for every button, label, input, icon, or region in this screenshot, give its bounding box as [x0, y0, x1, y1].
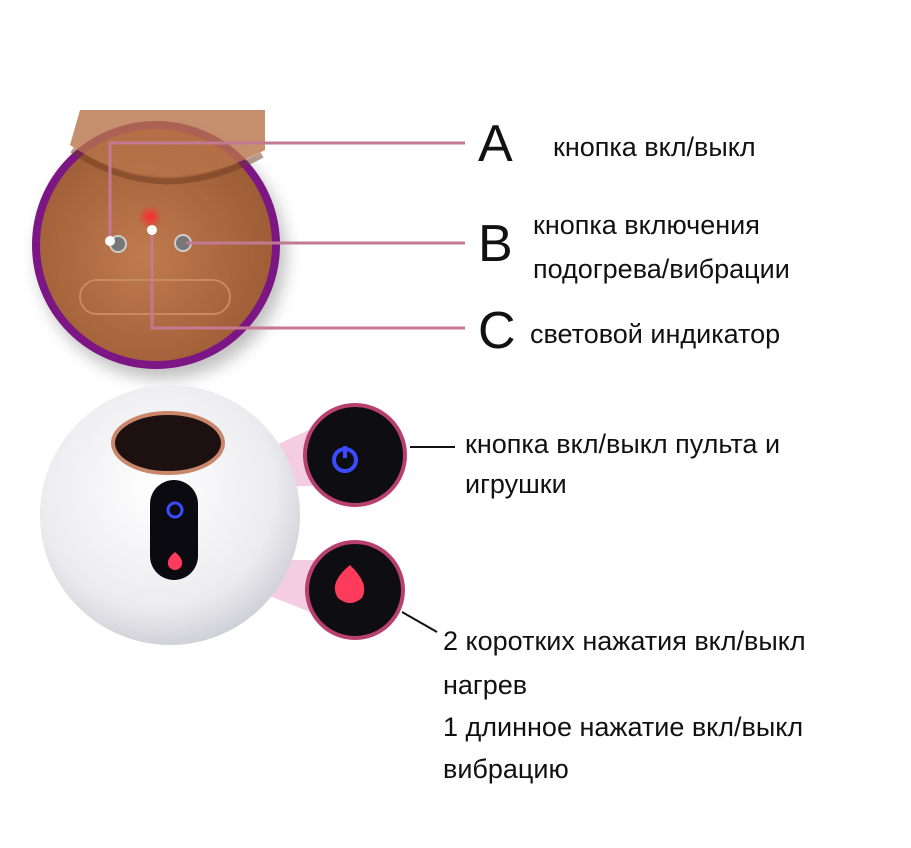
heat-zoom — [305, 540, 405, 640]
label-heat-button-2: подогрева/вибрации — [533, 254, 790, 284]
label-power-button: кнопка вкл/выкл — [553, 132, 756, 162]
power-zoom — [303, 403, 407, 507]
flame-icon — [167, 552, 183, 570]
label-letter-c: C — [478, 302, 516, 360]
indicator-light — [138, 205, 162, 229]
power-icon — [166, 501, 184, 519]
label-heat-button-1: кнопка включения — [533, 210, 760, 240]
remote-control — [40, 385, 340, 645]
label-indicator: световой индикатор — [530, 319, 781, 349]
label-vibration-2: вибрацию — [443, 754, 569, 784]
label-letter-b: B — [478, 215, 513, 273]
label-remote-power-1: кнопка вкл/выкл пульта и — [465, 429, 781, 459]
label-letter-a: A — [478, 115, 513, 173]
label-heat-2: нагрев — [443, 670, 528, 700]
label-heat-1: 2 коротких нажатия вкл/выкл — [443, 626, 806, 656]
label-vibration-1: 1 длинное нажатие вкл/выкл — [443, 712, 804, 742]
callout-lines — [108, 141, 465, 330]
label-remote-power-2: игрушки — [465, 469, 567, 499]
